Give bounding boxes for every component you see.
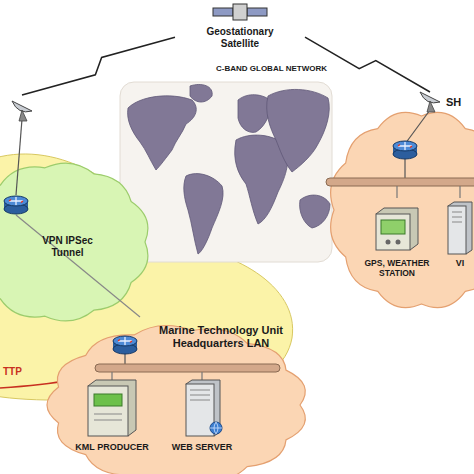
node-label: GPS, WEATHER STATION xyxy=(348,258,446,278)
shape xyxy=(393,141,417,151)
gps-station: GPS, WEATHER STATION xyxy=(348,196,446,292)
shape xyxy=(381,220,405,234)
shape xyxy=(118,340,132,343)
wireless-link xyxy=(22,37,175,95)
lan-bus xyxy=(95,364,280,372)
node-label: WEB SERVER xyxy=(158,442,246,453)
wire xyxy=(201,372,202,380)
cloud-outline xyxy=(331,112,474,307)
router-icon xyxy=(393,141,417,159)
shape xyxy=(9,197,23,205)
satellite-icon xyxy=(213,4,267,20)
node-label: SH xyxy=(446,96,474,109)
wire xyxy=(459,186,460,198)
wire xyxy=(111,372,112,380)
node-label: Marine Technology Unit Headquarters LAN xyxy=(145,324,297,350)
cloud-outline xyxy=(0,163,148,321)
shape xyxy=(94,420,122,421)
server-icon xyxy=(448,202,472,254)
wire xyxy=(405,110,430,144)
shape xyxy=(448,202,472,254)
shape xyxy=(9,200,23,203)
shape xyxy=(233,4,247,20)
shape xyxy=(452,222,462,223)
shape xyxy=(376,214,410,250)
vpn-cloud: VPN IPSec Tunnel xyxy=(0,95,145,320)
shape xyxy=(376,208,418,250)
shape xyxy=(247,8,267,16)
shape xyxy=(4,196,28,206)
shape xyxy=(118,337,132,345)
satellite-dish xyxy=(420,92,440,112)
shape xyxy=(396,240,401,245)
hq-lan-cloud: Marine Technology Unit Headquarters LAN K… xyxy=(55,318,300,474)
shape xyxy=(427,101,435,112)
kml-producer: KML PRODUCER xyxy=(68,372,156,470)
lan-bus xyxy=(326,178,474,186)
shape xyxy=(190,390,210,391)
shape xyxy=(210,422,222,434)
satellite-dish xyxy=(12,101,32,121)
node-label: KML PRODUCER xyxy=(68,442,156,453)
router-icon xyxy=(4,196,28,214)
pc-icon xyxy=(88,380,136,436)
shape xyxy=(398,142,412,150)
network-label: C-BAND GLOBAL NETWORK xyxy=(216,64,366,74)
shape xyxy=(452,212,462,213)
shape xyxy=(190,400,210,401)
protocol-label: TTP xyxy=(3,366,43,378)
shape xyxy=(452,217,462,218)
wire xyxy=(16,119,22,195)
node-label: VPN IPSec Tunnel xyxy=(30,235,105,259)
world-map xyxy=(120,82,332,262)
ship-lan-cloud: SH GPS, WEATHER STATIONVI xyxy=(326,92,474,302)
wire xyxy=(16,215,140,317)
shape xyxy=(88,386,128,436)
node-shape xyxy=(158,372,246,470)
web-server: WEB SERVER xyxy=(158,372,246,470)
node-label: Geostationary Satellite xyxy=(195,26,285,50)
vi-device: VI xyxy=(446,196,474,292)
node-shape xyxy=(68,372,156,470)
node-shape xyxy=(0,95,145,320)
router-icon xyxy=(113,336,137,354)
shape xyxy=(190,395,210,396)
node-shape xyxy=(446,196,474,292)
shape xyxy=(19,110,27,121)
shape xyxy=(113,336,137,346)
shape xyxy=(94,394,122,406)
wire xyxy=(396,186,397,198)
gps-icon xyxy=(376,208,418,250)
node-label: VI xyxy=(446,258,474,269)
shape xyxy=(213,8,233,16)
shape xyxy=(94,414,122,415)
shape xyxy=(88,380,136,436)
shape xyxy=(386,240,391,245)
shape xyxy=(398,145,412,148)
shape xyxy=(448,206,466,254)
satellite-node: Geostationary Satellite xyxy=(175,2,305,66)
globe-icon xyxy=(210,422,222,434)
